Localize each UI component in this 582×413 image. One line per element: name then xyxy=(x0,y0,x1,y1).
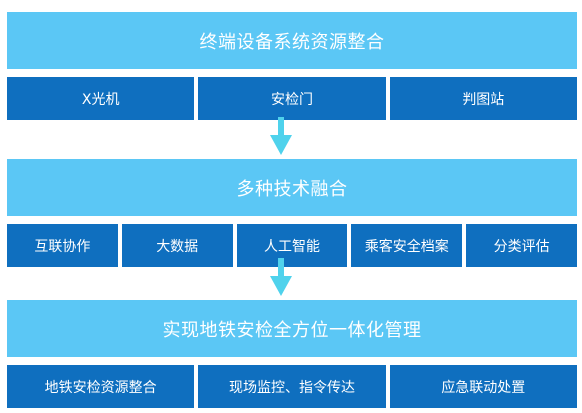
block3-item-emergency: 应急联动处置 xyxy=(389,365,577,408)
block-tech-fusion: 多种技术融合 互联协作 大数据 人工智能 乘客安全档案 分类评估 xyxy=(7,159,577,267)
block2-items: 互联协作 大数据 人工智能 乘客安全档案 分类评估 xyxy=(7,224,577,267)
block3-items: 地铁安检资源整合 现场监控、指令传达 应急联动处置 xyxy=(7,365,577,408)
block2-item-classification: 分类评估 xyxy=(466,224,577,267)
block1-item-xray: X光机 xyxy=(7,77,195,120)
block1-items: X光机 安检门 判图站 xyxy=(7,77,577,120)
block2-title: 多种技术融合 xyxy=(7,159,577,216)
block2-item-collaboration: 互联协作 xyxy=(7,224,118,267)
down-arrow-icon xyxy=(270,117,292,155)
block2-item-ai: 人工智能 xyxy=(236,224,348,267)
block1-item-security-gate: 安检门 xyxy=(198,77,386,120)
block-resource-integration: 终端设备系统资源整合 X光机 安检门 判图站 xyxy=(7,12,577,120)
block3-item-monitoring: 现场监控、指令传达 xyxy=(198,365,386,408)
block3-title: 实现地铁安检全方位一体化管理 xyxy=(7,300,577,357)
block3-item-resource-integration: 地铁安检资源整合 xyxy=(7,365,195,408)
block1-title: 终端设备系统资源整合 xyxy=(7,12,577,69)
down-arrow-icon xyxy=(270,258,292,296)
block1-item-image-station: 判图站 xyxy=(389,77,577,120)
block2-item-big-data: 大数据 xyxy=(121,224,233,267)
block2-item-passenger-file: 乘客安全档案 xyxy=(351,224,463,267)
block-integrated-management: 实现地铁安检全方位一体化管理 地铁安检资源整合 现场监控、指令传达 应急联动处置 xyxy=(7,300,577,408)
